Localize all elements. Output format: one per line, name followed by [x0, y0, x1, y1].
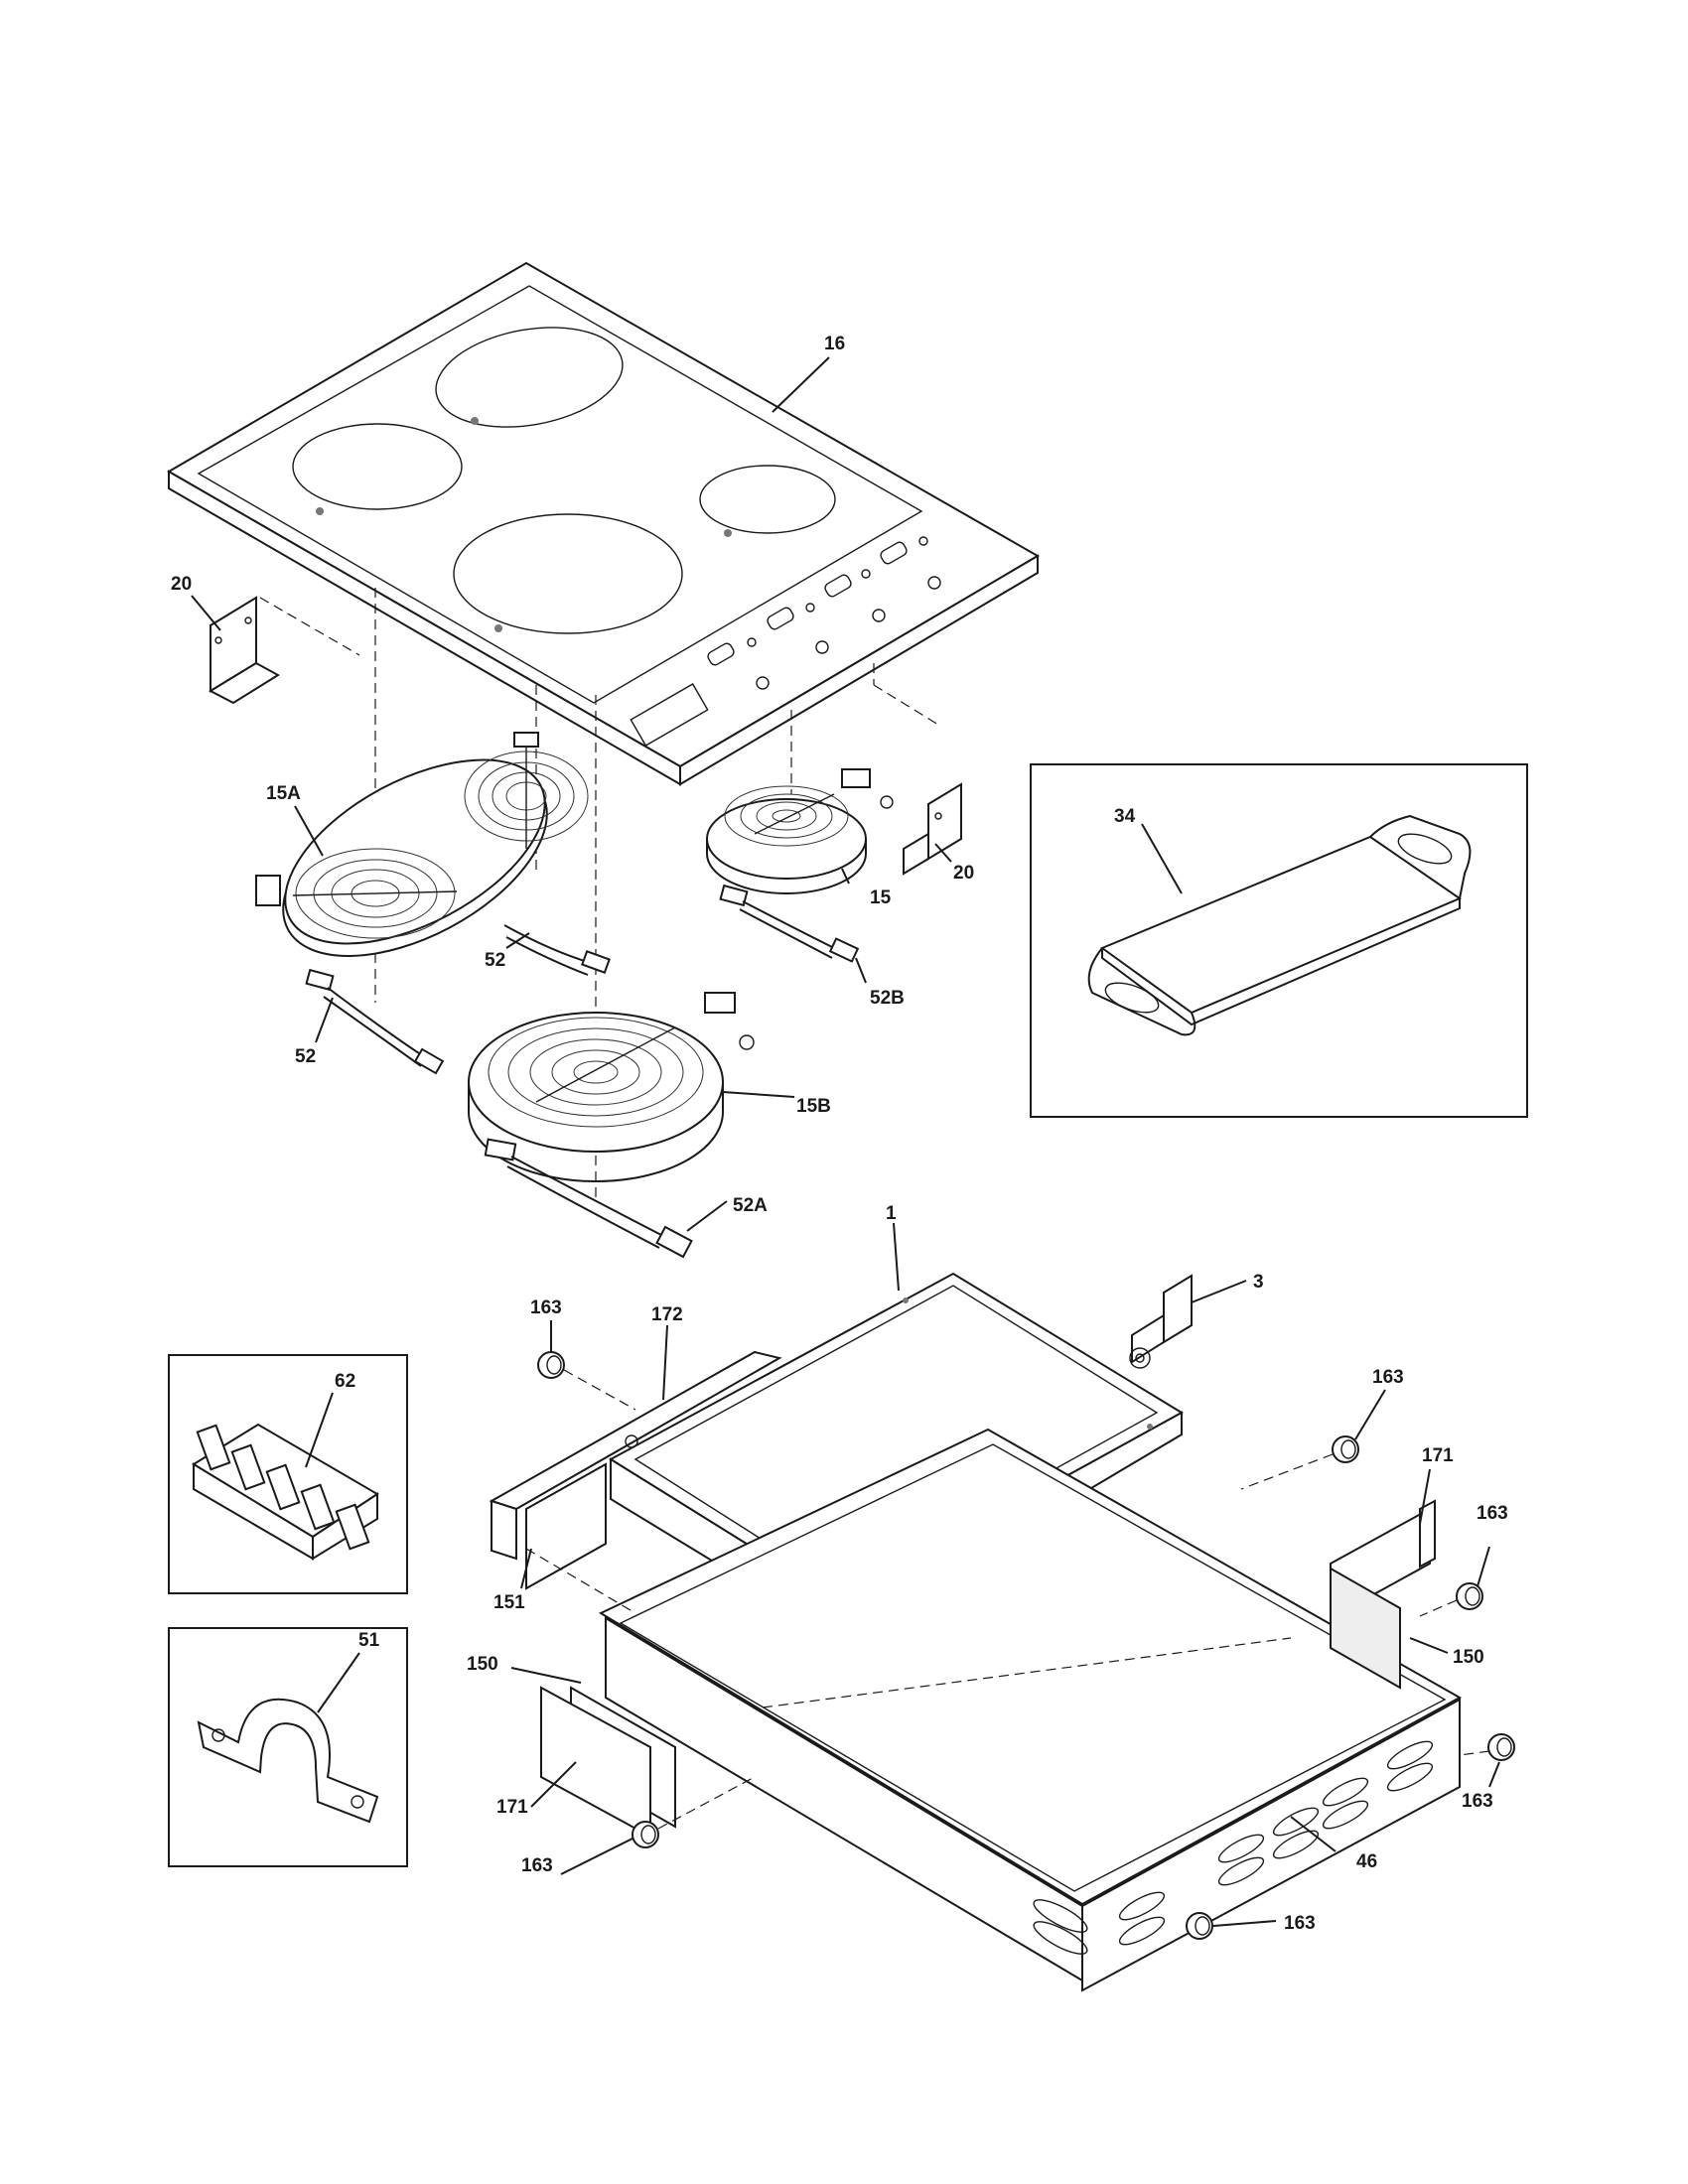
label-20-right: 20 — [953, 863, 974, 884]
label-172: 172 — [651, 1304, 683, 1325]
grommet-163-b — [1332, 1435, 1359, 1463]
bracket-20-right — [903, 782, 962, 876]
terminal-block-62 — [192, 1423, 379, 1561]
terminal-block-inset — [168, 1354, 408, 1594]
label-171-left: 171 — [496, 1797, 528, 1818]
bracket-20-left — [208, 596, 280, 705]
griddle-inset-box — [1030, 763, 1528, 1118]
label-15a: 15A — [266, 783, 301, 804]
leader-lines — [191, 356, 1500, 1927]
label-163-a: 163 — [530, 1297, 562, 1318]
grommet-163-f — [1186, 1912, 1213, 1940]
label-171-right: 171 — [1422, 1445, 1454, 1466]
base-pan-46 — [598, 1428, 1463, 1992]
grommet-163-e — [1487, 1733, 1515, 1761]
grommets-163 — [525, 1351, 1515, 1940]
control-panel-markings — [630, 536, 941, 747]
label-62: 62 — [335, 1371, 355, 1392]
strap-52b — [719, 884, 860, 963]
strap-52-lower — [305, 968, 445, 1075]
base-vents — [1033, 1740, 1434, 1955]
cooktop-glass-top — [167, 261, 1040, 786]
strap-52a — [484, 1138, 693, 1259]
label-163-c: 163 — [1477, 1503, 1508, 1524]
label-52a: 52A — [733, 1195, 768, 1216]
griddle-34 — [1087, 814, 1472, 1036]
bridge-element-15a — [255, 732, 589, 957]
label-15: 15 — [870, 887, 892, 908]
grommet-163-a — [537, 1351, 565, 1379]
label-1: 1 — [886, 1203, 897, 1224]
strap-52-upper — [503, 924, 611, 976]
label-51: 51 — [358, 1630, 380, 1651]
label-52-upper: 52 — [485, 950, 505, 971]
label-3: 3 — [1253, 1272, 1264, 1293]
label-20-left: 20 — [171, 574, 192, 595]
large-element-15b — [468, 992, 755, 1182]
bracket-150-right — [1330, 1567, 1401, 1690]
clamp-51 — [197, 1698, 379, 1824]
label-150-right: 150 — [1453, 1647, 1484, 1668]
small-element-15 — [706, 768, 894, 894]
clamp-inset — [168, 1627, 408, 1867]
label-163-f: 163 — [1284, 1913, 1316, 1934]
part-labels: 16 20 15A 15 20 52 52 52B 15B 52A 34 1 3… — [171, 334, 1508, 1934]
label-34: 34 — [1114, 806, 1136, 827]
label-163-d: 163 — [521, 1855, 553, 1876]
rail-172 — [489, 1350, 782, 1561]
label-52-lower: 52 — [295, 1046, 316, 1067]
label-163-b: 163 — [1372, 1367, 1404, 1388]
label-16: 16 — [824, 334, 845, 354]
panel-151 — [525, 1462, 607, 1590]
grommet-163-c — [1456, 1582, 1483, 1610]
label-163-e: 163 — [1462, 1791, 1493, 1812]
bracket-3 — [1129, 1274, 1193, 1369]
label-151: 151 — [493, 1592, 525, 1613]
label-15b: 15B — [796, 1096, 831, 1117]
label-46: 46 — [1356, 1851, 1377, 1872]
grommet-163-d — [632, 1821, 659, 1848]
label-150-left: 150 — [467, 1654, 498, 1675]
label-52b: 52B — [870, 988, 905, 1009]
